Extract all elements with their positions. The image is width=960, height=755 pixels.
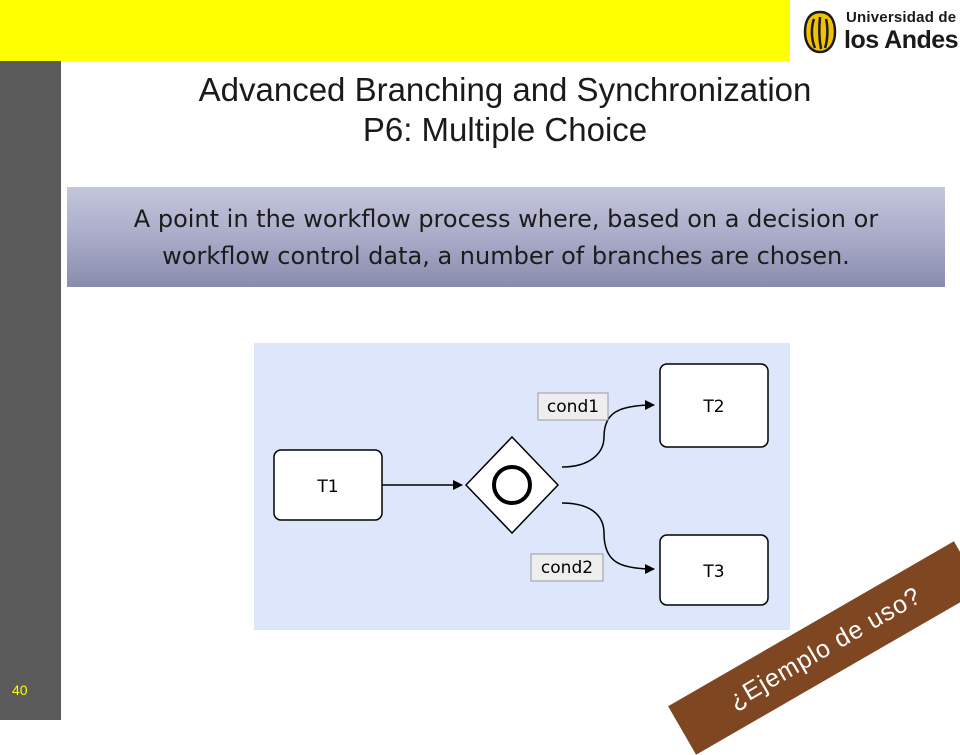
connector-gateway-t3: [561, 502, 655, 574]
definition-box: A point in the workflow process where, b…: [67, 187, 945, 287]
title-line2: P6: Multiple Choice: [362, 111, 648, 148]
slide-number: 40: [12, 682, 28, 698]
top-header-bar: [0, 0, 790, 61]
left-sidebar-bar: [0, 0, 61, 720]
task-t2-label: T2: [702, 397, 724, 417]
condition-label-cond2: cond2: [530, 553, 604, 582]
workflow-diagram-canvas: T1 T2 T3 cond1 cond2: [273, 363, 769, 606]
workflow-diagram: T1 T2 T3 cond1 cond2: [254, 343, 790, 630]
task-t3-label: T3: [702, 562, 724, 582]
task-t1-label: T1: [316, 477, 338, 497]
definition-line2: workflow control data, a number of branc…: [162, 242, 850, 270]
cond2-text: cond2: [541, 558, 593, 578]
logo-emblem-icon: [803, 10, 837, 54]
task-t3: T3: [659, 534, 769, 606]
logo-text-line1: Universidad de: [846, 9, 957, 26]
gateway-circle: [492, 465, 532, 505]
task-t2: T2: [659, 363, 769, 448]
definition-line1: A point in the workflow process where, b…: [133, 205, 879, 233]
condition-label-cond1: cond1: [537, 392, 609, 421]
cond1-text: cond1: [547, 397, 599, 417]
slide-title: Advanced Branching and Synchronization P…: [70, 70, 940, 150]
title-line1: Advanced Branching and Synchronization: [198, 71, 812, 108]
university-logo: Universidad de los Andes: [792, 0, 960, 61]
logo-text-line2: los Andes: [844, 26, 959, 54]
multi-choice-gateway: [464, 435, 560, 535]
task-t1: T1: [273, 449, 383, 521]
connector-gateway-t2: [561, 400, 655, 468]
